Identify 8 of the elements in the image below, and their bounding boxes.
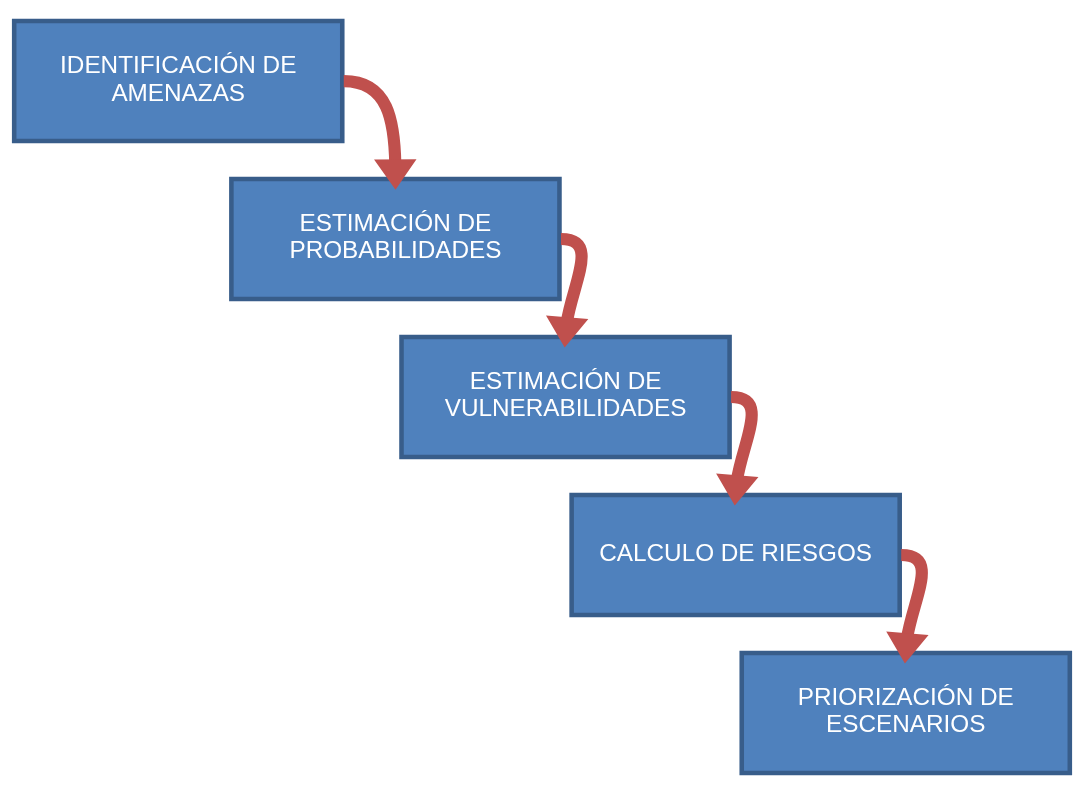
arrow [546,232,589,348]
arrow [716,390,759,506]
node-box: ESTIMACIÓN DE VULNERABILIDADES [399,334,732,459]
node-box: CALCULO DE RIESGOS [569,492,902,617]
node-box: IDENTIFICACIÓN DE AMENAZAS [11,18,345,143]
arrow [886,548,929,663]
node-box: PRIORIZACIÓN DE ESCENARIOS [739,650,1073,775]
node-box: ESTIMACIÓN DE PROBABILIDADES [229,176,562,301]
